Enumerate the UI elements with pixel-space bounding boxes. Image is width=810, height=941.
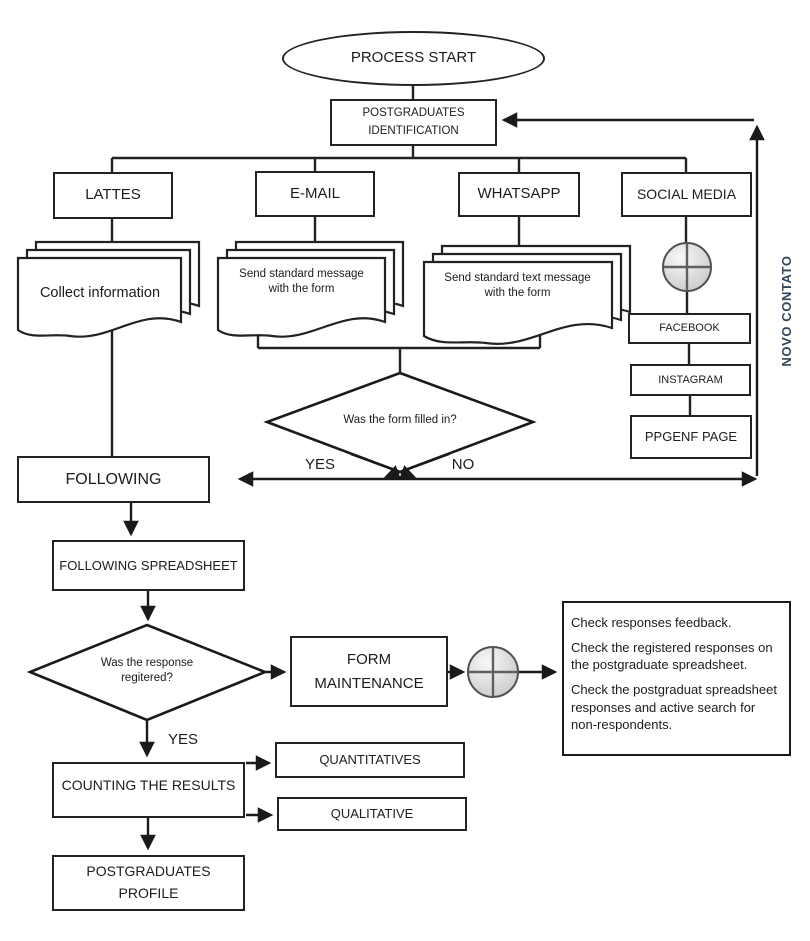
node-following: FOLLOWING: [17, 456, 210, 503]
note-line: Check responses feedback.: [571, 615, 732, 630]
node-facebook: FACEBOOK: [628, 313, 751, 344]
node-process-start: PROCESS START: [282, 31, 545, 86]
maintenance-note: Check responses feedback. Check the regi…: [562, 601, 791, 756]
document-label-whatsapp-message: Send standard text message with the form: [444, 272, 591, 299]
node-form-maintenance: FORM MAINTENANCE: [290, 636, 448, 707]
node-counting-the-results: COUNTING THE RESULTS: [52, 762, 245, 818]
node-following-spreadsheet: FOLLOWING SPREADSHEET: [52, 540, 245, 591]
node-social-media: SOCIAL MEDIA: [621, 172, 752, 217]
node-ppgenf-page: PPGENF PAGE: [630, 415, 752, 459]
junction-plus-icon-social: [662, 242, 712, 292]
branch-label-no-form: NO: [451, 456, 475, 474]
decision-label-form-filled: Was the form filled in?: [343, 413, 457, 426]
node-postgraduates-identification: POSTGRADUATES IDENTIFICATION: [330, 99, 497, 146]
node-whatsapp: WHATSAPP: [458, 172, 580, 217]
novo-contato-label: NOVO CONTATO: [778, 255, 794, 367]
document-stack-whatsapp: [422, 244, 632, 345]
arrow-connectors: [123, 112, 765, 851]
node-instagram: INSTAGRAM: [630, 364, 751, 396]
document-stack-email: [216, 240, 405, 338]
document-label-email-message: Send standard message with the form: [239, 268, 364, 295]
decision-cross-arrows: [350, 452, 450, 480]
document-stack-lattes: [16, 240, 201, 338]
node-quantitatives: QUANTITATIVES: [275, 742, 465, 778]
node-postgraduates-profile: POSTGRADUATES PROFILE: [52, 855, 245, 911]
branch-label-yes-response: YES: [167, 731, 198, 749]
decision-response-registered: [26, 623, 269, 722]
branch-label-yes-form: YES: [304, 456, 335, 474]
node-qualitative: QUALITATIVE: [277, 797, 467, 831]
node-email: E-MAIL: [255, 171, 375, 217]
junction-plus-icon-maintenance: [467, 646, 519, 698]
decision-label-response-registered: Was the response regitered?: [100, 657, 194, 684]
note-line: Check the postgraduat spreadsheet respon…: [571, 682, 777, 732]
document-label-collect-information: Collect information: [39, 284, 161, 301]
note-line: Check the registered responses on the po…: [571, 640, 773, 673]
node-lattes: LATTES: [53, 172, 173, 219]
